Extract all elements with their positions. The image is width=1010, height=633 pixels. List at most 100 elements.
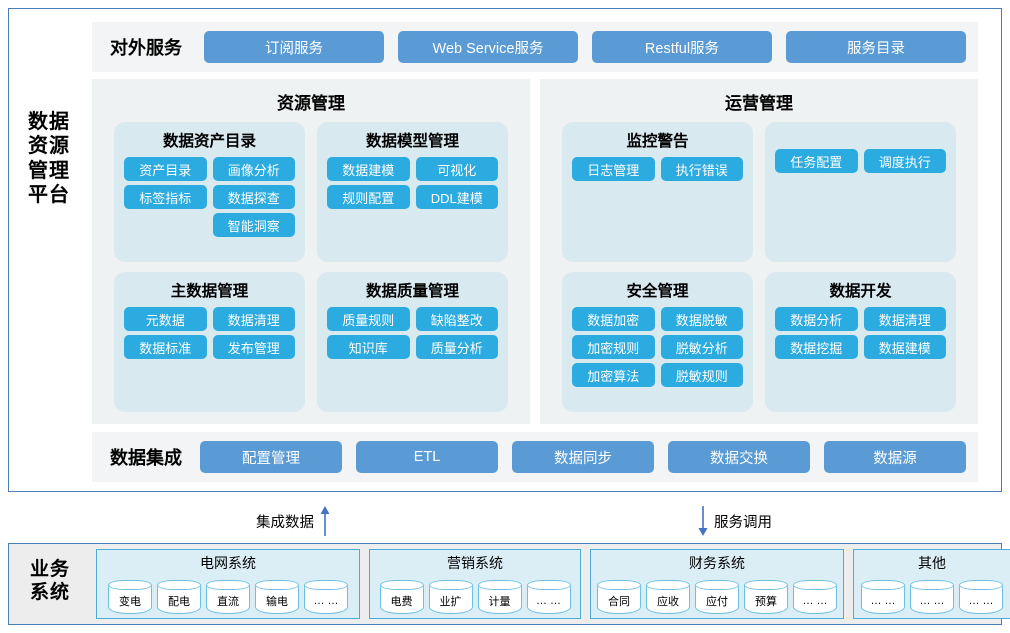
business-box-other[interactable]: 其他 … … … … … … xyxy=(853,549,1010,619)
tag-data-cleaning[interactable]: 数据清理 xyxy=(212,307,295,331)
business-box-title: 其他 xyxy=(918,555,946,571)
tag-rule-config[interactable]: 规则配置 xyxy=(327,185,410,209)
tag-metadata[interactable]: 元数据 xyxy=(124,307,207,331)
card-data-model-management[interactable]: 数据模型管理 数据建模 可视化 规则配置 DDL建模 xyxy=(317,122,508,262)
data-integration-bar: 数据集成 配置管理 ETL 数据同步 数据交换 数据源 xyxy=(92,432,978,482)
tag-quality-rule[interactable]: 质量规则 xyxy=(327,307,410,331)
tag-data-masking[interactable]: 数据脱敏 xyxy=(660,307,743,331)
db-node-distribution[interactable]: 配电 xyxy=(157,580,201,614)
db-node-more[interactable]: … … xyxy=(526,580,571,614)
card-data-quality-management[interactable]: 数据质量管理 质量规则 缺陷整改 知识库 质量分析 xyxy=(317,272,508,412)
tag-smart-insight[interactable]: 智能洞察 xyxy=(212,213,295,237)
data-integration-button-group: 配置管理 ETL 数据同步 数据交换 数据源 xyxy=(200,441,978,473)
arrow-up-icon xyxy=(320,506,330,536)
tag-profile-analysis[interactable]: 画像分析 xyxy=(212,157,295,181)
tag-log-management[interactable]: 日志管理 xyxy=(572,157,655,181)
tag-visualization[interactable]: 可视化 xyxy=(415,157,498,181)
db-node-more[interactable]: … … xyxy=(304,580,348,614)
tag-knowledge-base[interactable]: 知识库 xyxy=(327,335,410,359)
node-group: 变电 配电 直流 输电 … … xyxy=(108,575,348,614)
db-node-electricity-fee[interactable]: 电费 xyxy=(379,580,424,614)
integration-button-data-exchange[interactable]: 数据交换 xyxy=(668,441,810,473)
flow-label-integrate-data: 集成数据 xyxy=(256,514,314,531)
tag-masking-rule[interactable]: 脱敏规则 xyxy=(660,363,743,387)
tag-masking-analysis[interactable]: 脱敏分析 xyxy=(660,335,743,359)
external-service-bar: 对外服务 订阅服务 Web Service服务 Restful服务 服务目录 xyxy=(92,22,978,72)
tag-task-config[interactable]: 任务配置 xyxy=(775,149,858,173)
db-node-more-2[interactable]: … … xyxy=(910,580,954,614)
db-node-more-1[interactable]: … … xyxy=(861,580,905,614)
integration-button-etl[interactable]: ETL xyxy=(356,441,498,473)
service-button-catalog[interactable]: 服务目录 xyxy=(786,31,966,63)
tag-data-standard[interactable]: 数据标准 xyxy=(124,335,207,359)
card-data-asset-catalog[interactable]: 数据资产目录 资产目录 画像分析 标签指标 数据探查 智能洞察 xyxy=(114,122,305,262)
tag-label-indicator[interactable]: 标签指标 xyxy=(124,185,207,209)
platform-title-line: 管理 xyxy=(28,159,70,182)
tag-group: 日志管理 执行错误 xyxy=(572,157,743,181)
tag-encryption-rule[interactable]: 加密规则 xyxy=(572,335,655,359)
card-master-data-management[interactable]: 主数据管理 元数据 数据清理 数据标准 发布管理 xyxy=(114,272,305,412)
db-node-substation[interactable]: 变电 xyxy=(108,580,152,614)
business-box-title: 财务系统 xyxy=(689,555,745,571)
tag-data-encryption[interactable]: 数据加密 xyxy=(572,307,655,331)
db-node-dc[interactable]: 直流 xyxy=(206,580,250,614)
integration-button-data-source[interactable]: 数据源 xyxy=(824,441,966,473)
tag-ddl-modeling[interactable]: DDL建模 xyxy=(415,185,498,209)
tag-group: 任务配置 调度执行 xyxy=(775,129,946,173)
tag-data-analysis[interactable]: 数据分析 xyxy=(775,307,858,331)
tag-group: 资产目录 画像分析 标签指标 数据探查 智能洞察 xyxy=(124,157,295,237)
tag-publish-management[interactable]: 发布管理 xyxy=(212,335,295,359)
db-node-metering[interactable]: 计量 xyxy=(477,580,522,614)
db-node-transmission[interactable]: 输电 xyxy=(255,580,299,614)
business-title-line: 业务 xyxy=(29,559,70,580)
service-button-webservice[interactable]: Web Service服务 xyxy=(398,31,578,63)
card-title: 主数据管理 xyxy=(170,283,249,300)
data-integration-title: 数据集成 xyxy=(110,448,182,468)
node-group: … … … … … … xyxy=(861,575,1003,614)
service-button-restful[interactable]: Restful服务 xyxy=(592,31,772,63)
db-node-more[interactable]: … … xyxy=(793,580,837,614)
flow-integrate-data: 集成数据 xyxy=(256,506,331,536)
tag-group: 质量规则 缺陷整改 知识库 质量分析 xyxy=(327,307,498,359)
business-box-power-grid[interactable]: 电网系统 变电 配电 直流 输电 … … xyxy=(96,549,360,619)
tag-execution-error[interactable]: 执行错误 xyxy=(660,157,743,181)
db-node-more-3[interactable]: … … xyxy=(959,580,1003,614)
card-task-scheduling[interactable]: 任务配置 调度执行 xyxy=(765,122,956,262)
business-system-title-vertical: 业务 系统 xyxy=(10,558,90,604)
panel-title-operation-management: 运营管理 xyxy=(725,94,793,113)
platform-title-vertical: 数据 资源 管理 平台 xyxy=(8,110,90,208)
db-node-business-expansion[interactable]: 业扩 xyxy=(428,580,473,614)
card-monitor-alert[interactable]: 监控警告 日志管理 执行错误 xyxy=(562,122,753,262)
card-title: 监控警告 xyxy=(626,133,689,150)
tag-schedule-execution[interactable]: 调度执行 xyxy=(863,149,946,173)
db-node-budget[interactable]: 预算 xyxy=(744,580,788,614)
tag-data-cleaning-dev[interactable]: 数据清理 xyxy=(863,307,946,331)
tag-data-mining[interactable]: 数据挖掘 xyxy=(775,335,858,359)
service-button-subscription[interactable]: 订阅服务 xyxy=(204,31,384,63)
card-title: 数据模型管理 xyxy=(365,133,459,150)
integration-button-config-management[interactable]: 配置管理 xyxy=(200,441,342,473)
card-security-management[interactable]: 安全管理 数据加密 数据脱敏 加密规则 脱敏分析 加密算法 脱敏规则 xyxy=(562,272,753,412)
db-node-contract[interactable]: 合同 xyxy=(597,580,641,614)
tag-group: 数据建模 可视化 规则配置 DDL建模 xyxy=(327,157,498,209)
business-box-marketing[interactable]: 营销系统 电费 业扩 计量 … … xyxy=(369,549,581,619)
tag-data-exploration[interactable]: 数据探查 xyxy=(212,185,295,209)
card-title: 数据质量管理 xyxy=(365,283,459,300)
tag-group: 元数据 数据清理 数据标准 发布管理 xyxy=(124,307,295,359)
tag-defect-rectification[interactable]: 缺陷整改 xyxy=(415,307,498,331)
db-node-receivable[interactable]: 应收 xyxy=(646,580,690,614)
node-group: 电费 业扩 计量 … … xyxy=(379,575,571,614)
tag-quality-analysis[interactable]: 质量分析 xyxy=(415,335,498,359)
tag-data-modeling[interactable]: 数据建模 xyxy=(327,157,410,181)
panel-card-grid: 数据资产目录 资产目录 画像分析 标签指标 数据探查 智能洞察 数据模型管理 数… xyxy=(92,122,530,416)
db-node-payable[interactable]: 应付 xyxy=(695,580,739,614)
tag-data-modeling-dev[interactable]: 数据建模 xyxy=(863,335,946,359)
card-data-development[interactable]: 数据开发 数据分析 数据清理 数据挖掘 数据建模 xyxy=(765,272,956,412)
external-service-title: 对外服务 xyxy=(110,38,182,58)
tag-encryption-algorithm[interactable]: 加密算法 xyxy=(572,363,655,387)
tag-asset-catalog[interactable]: 资产目录 xyxy=(124,157,207,181)
integration-button-data-sync[interactable]: 数据同步 xyxy=(512,441,654,473)
platform-title-line: 数据 xyxy=(28,111,70,133)
business-box-finance[interactable]: 财务系统 合同 应收 应付 预算 … … xyxy=(590,549,844,619)
flow-label-service-call: 服务调用 xyxy=(714,514,772,531)
